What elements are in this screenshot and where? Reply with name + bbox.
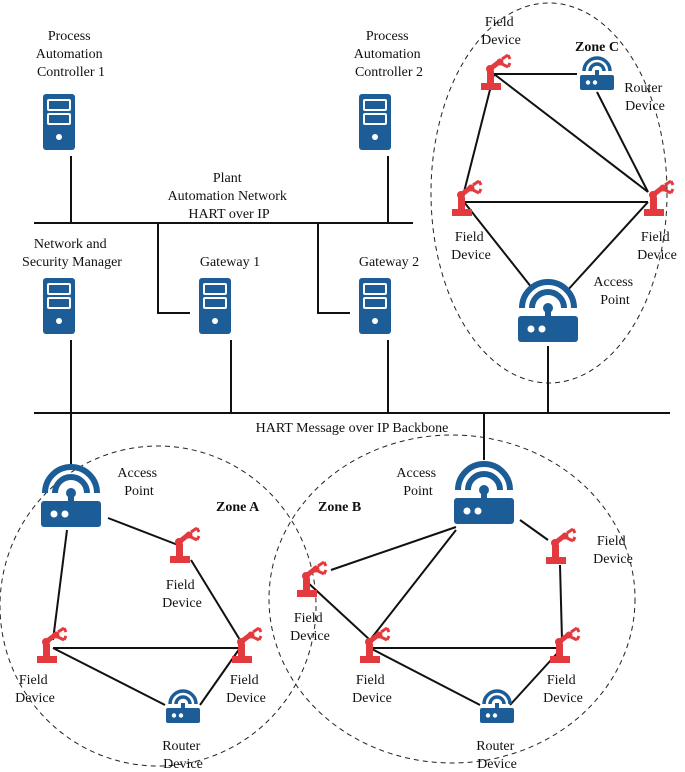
access-point-zone-b-icon — [454, 464, 514, 524]
zone-c-label: Zone C — [575, 40, 619, 55]
router-zone-b-label: Router Device — [476, 739, 518, 772]
field-device-c3-icon — [644, 181, 673, 216]
field-device-c1-icon — [481, 55, 510, 90]
access-point-zone-c-label: Access Point — [593, 275, 636, 308]
router-zone-a-icon — [164, 689, 202, 725]
network-manager-server-icon — [42, 277, 76, 335]
field-device-a1-label: Field Device — [162, 578, 202, 611]
router-zone-c-label: Router Device — [624, 81, 666, 114]
router-zone-a-label: Router Device — [162, 739, 204, 772]
access-point-zone-a-icon — [41, 467, 101, 527]
field-device-b1-label: Field Device — [290, 611, 330, 644]
field-device-b4-label: Field Device — [543, 673, 583, 706]
gateway-2-label: Gateway 2 — [359, 255, 419, 270]
field-device-c1-label: Field Device — [481, 15, 521, 48]
zone-b-boundary — [268, 434, 636, 764]
controller-2-server-icon — [358, 93, 392, 151]
gateway-1-server-icon — [198, 277, 232, 335]
zone-b-label: Zone B — [318, 500, 361, 515]
controller-2-label: Process Automation Controller 2 — [354, 29, 424, 80]
field-device-a2-icon — [37, 628, 66, 663]
router-zone-b-icon — [478, 689, 516, 725]
controller-1-label: Process Automation Controller 1 — [36, 29, 106, 80]
field-device-c3-label: Field Device — [637, 230, 677, 263]
field-device-a3-label: Field Device — [226, 673, 266, 706]
access-point-zone-a-label: Access Point — [117, 466, 160, 499]
plant-network-label: Plant Automation Network HART over IP — [168, 171, 291, 222]
field-device-a2-label: Field Device — [15, 673, 55, 706]
field-device-c2-icon — [452, 181, 481, 216]
field-device-b3-label: Field Device — [352, 673, 392, 706]
access-point-zone-c-icon — [518, 282, 578, 342]
field-device-a1-icon — [170, 528, 199, 563]
field-device-b2-icon — [546, 529, 575, 564]
access-point-zone-b-label: Access Point — [396, 466, 439, 499]
field-device-b2-label: Field Device — [593, 534, 633, 567]
zone-a-label: Zone A — [216, 500, 260, 515]
gateway-1-label: Gateway 1 — [200, 255, 260, 270]
field-device-c2-label: Field Device — [451, 230, 491, 263]
field-device-b1-icon — [297, 562, 326, 597]
field-device-b4-icon — [550, 628, 579, 663]
zone-a-boundary — [0, 445, 317, 767]
network-manager-label: Network and Security Manager — [22, 237, 122, 270]
backbone-label: HART Message over IP Backbone — [256, 421, 449, 436]
controller-1-server-icon — [42, 93, 76, 151]
gateway-2-server-icon — [358, 277, 392, 335]
router-zone-c-icon — [578, 56, 616, 92]
